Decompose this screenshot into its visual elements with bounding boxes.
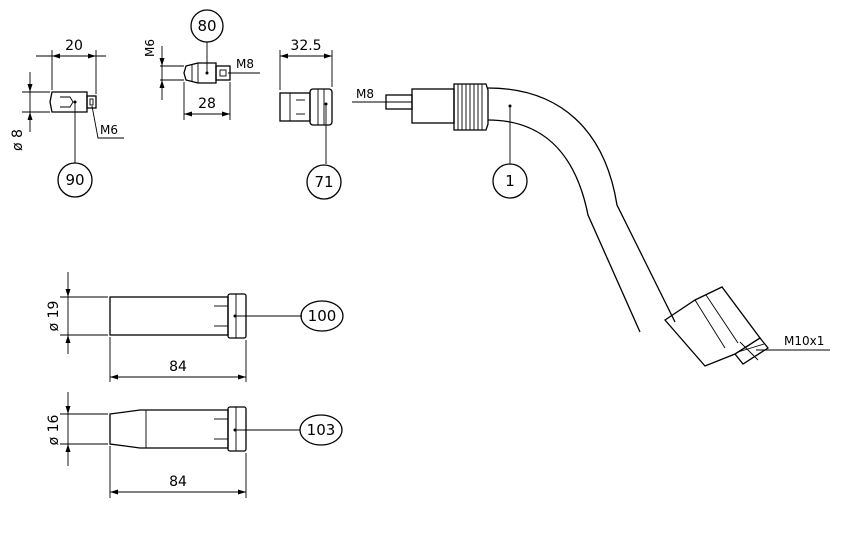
part-90-tip-inner [89,98,94,106]
arrow [238,374,246,380]
arrow [110,489,118,495]
part-100-body [109,296,229,336]
part-1-balloon [492,163,528,199]
arrow [27,84,33,92]
part-1-nozzle-tip [734,337,769,365]
part-1-thread-in-label: M8 [356,87,374,101]
part-80-tip-inner [219,69,227,77]
arrow [222,111,230,117]
part-100-ref: 100 [308,307,337,325]
part-90-balloon [57,162,93,198]
arrow [159,58,165,66]
part-100-length-label: 84 [169,359,187,375]
part-1-nozzle-cross [737,343,765,353]
part-71: 32.5 71 [279,38,342,200]
part-71-length-label: 32.5 [290,38,321,54]
part-103-ref: 103 [307,421,336,439]
part-1-insulator [453,83,489,131]
arrow [324,53,332,59]
arrow [27,112,33,120]
part-100-diameter-label: ø 19 [46,301,62,332]
part-80-balloon [190,9,224,43]
part-80-thread-left-label: M6 [143,39,157,57]
part-1-ref: 1 [505,172,515,190]
part-80-tip [215,65,231,81]
part-90: 20 ø 8 M6 90 [10,38,124,198]
arrow [184,111,192,117]
arrow [65,335,71,343]
arrow [65,444,71,452]
arrow [65,406,71,414]
arrow [110,374,118,380]
part-90-slot [60,96,74,108]
part-90-tip [86,95,97,109]
part-71-ref: 71 [314,173,333,191]
part-80-body [183,62,217,84]
part-1: M8 M10x1 1 [352,83,830,367]
arrow [88,53,96,59]
part-90-thread-leader [91,105,124,139]
part-103-length-label: 84 [169,474,187,490]
part-71-balloon [306,164,342,200]
part-1-nozzle-cross [739,341,759,361]
part-90-length-label: 20 [65,38,83,54]
part-100-balloon [300,300,344,332]
part-1-nozzle-holder [664,286,761,367]
part-1-nozzle-line [694,299,726,349]
arrow [238,489,246,495]
part-90-thread-label: M6 [100,123,118,137]
part-103-diameter-label: ø 16 [46,414,62,445]
part-1-tube-lower [487,119,641,333]
part-80-ref: 80 [197,17,216,35]
part-1-nozzle-line [705,294,739,344]
part-90-ref: 90 [65,171,84,189]
arrow [52,53,60,59]
part-103-collar [227,406,247,452]
part-1-connector [411,88,455,124]
part-80-thread-right-label: M8 [236,57,254,71]
part-100: ø 19 84 100 [46,272,344,382]
part-1-thread-out-label: M10x1 [784,334,824,348]
part-103-body [109,409,229,449]
part-80: M6 M8 28 80 [143,9,260,120]
arrow [280,53,288,59]
part-103: ø 16 84 103 [46,392,343,498]
arrow [159,80,165,88]
arrow [65,289,71,297]
part-103-balloon [299,414,343,446]
part-71-collar [309,88,333,126]
part-80-length-label: 28 [198,96,216,112]
part-90-body [49,91,88,113]
part-71-body [279,92,311,122]
part-90-diameter-label: ø 8 [10,129,26,151]
part-1-tube-upper [487,87,676,323]
